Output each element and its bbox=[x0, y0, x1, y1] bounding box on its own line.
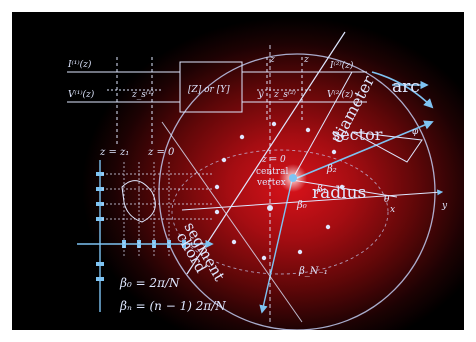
radius-arrow bbox=[291, 120, 434, 181]
z-top-1: z bbox=[269, 55, 275, 65]
beta1-label: β₁ bbox=[316, 184, 327, 195]
sketch-curve bbox=[121, 180, 156, 223]
betaN1-label: β_N₋₁ bbox=[298, 266, 328, 277]
radius-line-2 bbox=[291, 179, 398, 198]
beta0-label: β₀ bbox=[296, 200, 307, 211]
z-eq-0: z = 0 bbox=[147, 147, 175, 158]
diameter-line bbox=[186, 31, 346, 275]
y-axis-label: y bbox=[441, 201, 448, 211]
x-axis-line bbox=[181, 189, 444, 211]
arc-arrow bbox=[371, 71, 434, 109]
central-label: central bbox=[256, 167, 288, 177]
lattice-axes bbox=[77, 160, 214, 312]
arc-label: arc bbox=[392, 77, 420, 97]
central-vertex-dot bbox=[289, 174, 297, 182]
theta-label: θ bbox=[384, 195, 390, 205]
sector-shape bbox=[351, 131, 423, 163]
vertex-label: vertex bbox=[256, 178, 286, 188]
voltage2-label: V⁽²⁾(z) bbox=[327, 89, 354, 100]
x-axis-label: x bbox=[390, 205, 395, 215]
phi-label: φ bbox=[412, 127, 419, 137]
inner-ellipse bbox=[171, 149, 389, 275]
current2-label: I⁽²⁾(z) bbox=[329, 60, 354, 71]
chord-line bbox=[161, 121, 303, 323]
formula-beta0: β₀ = 2π/N bbox=[119, 276, 180, 290]
radius-label: radius bbox=[312, 183, 366, 203]
z-eq-0-b: z = 0 bbox=[261, 155, 286, 165]
z-eq-z1: z = z₁ bbox=[99, 147, 129, 158]
zy-label: [Z] or [Y] bbox=[188, 85, 230, 95]
voltage-label: V⁽¹⁾(z) bbox=[68, 89, 95, 100]
z-top-2: z bbox=[303, 55, 309, 65]
current-label: I⁽¹⁾(z) bbox=[67, 59, 92, 70]
radius-line-3 bbox=[291, 71, 353, 181]
math-illustration: arc sector diameter radius chord segment… bbox=[12, 12, 464, 330]
y-label: y bbox=[257, 89, 264, 100]
formula-betan: βₙ = (n − 1) 2π/N bbox=[119, 299, 226, 313]
beta2-label: β₂ bbox=[326, 164, 337, 175]
down-arrow bbox=[259, 179, 293, 314]
illustration-svg: arc sector diameter radius chord segment… bbox=[67, 31, 448, 330]
impedance2-label: z_s⁽²⁾ bbox=[273, 89, 296, 100]
lattice-ticks bbox=[96, 172, 186, 281]
circle-points bbox=[214, 121, 345, 261]
impedance-label: z_s⁽¹⁾ bbox=[131, 89, 154, 100]
sector-label: sector bbox=[332, 125, 383, 144]
transmission-line-diagram bbox=[67, 57, 367, 147]
